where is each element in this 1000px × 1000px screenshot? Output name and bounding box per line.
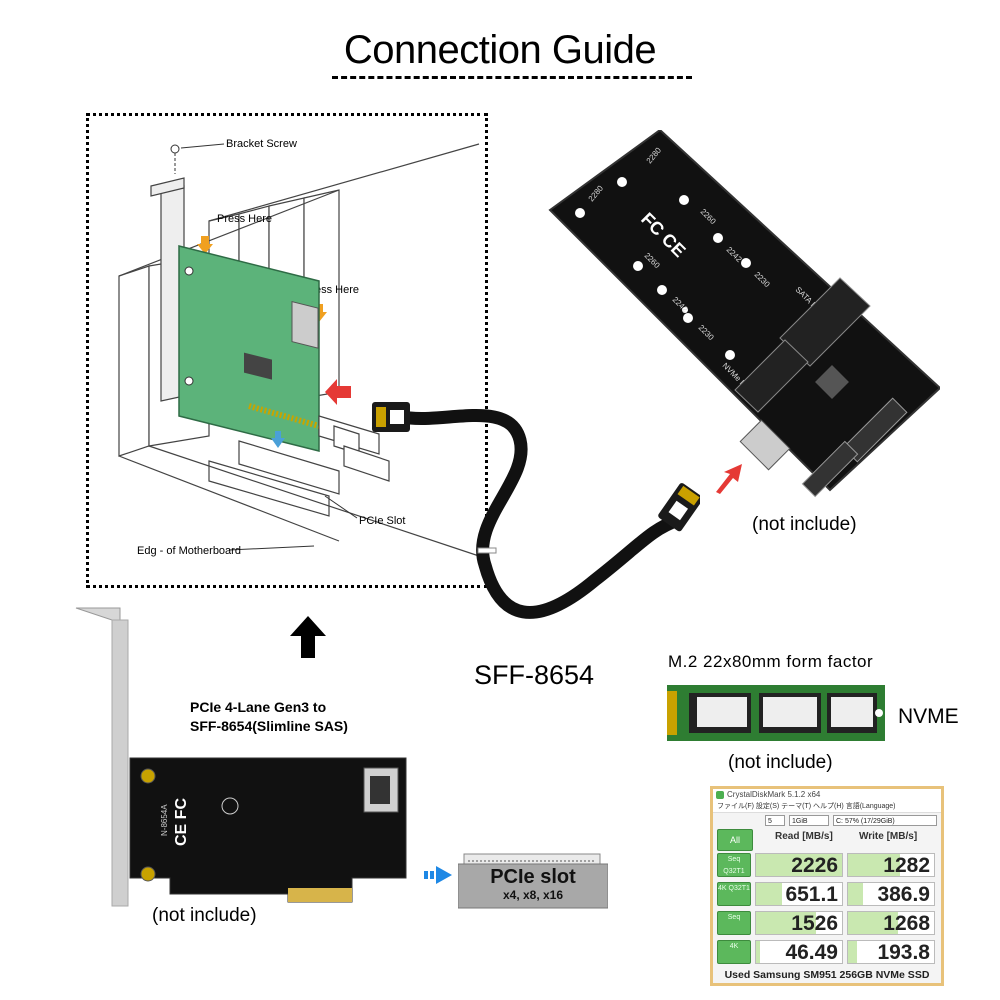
cable-tie	[477, 547, 497, 554]
sata-connector	[801, 440, 859, 498]
benchmark-row: 4K Q32T1 651.1 386.9	[713, 880, 941, 908]
slot-sublabel: x4, x8, x16	[502, 888, 564, 902]
read-value: 651.1	[755, 882, 843, 906]
write-value-text: 386.9	[877, 883, 930, 906]
sff-8654-cable	[372, 402, 700, 619]
ssd-label-sticker	[697, 697, 747, 727]
benchmark-controls: 5 1GiB C: 57% (17/29GiB)	[713, 813, 941, 829]
pcie-card-illustration	[178, 245, 320, 452]
read-value-text: 2226	[791, 854, 838, 877]
write-header: Write [MB/s]	[859, 831, 918, 842]
gold-fingers	[288, 888, 352, 902]
read-value-text: 46.49	[785, 941, 838, 964]
count-select[interactable]: 5	[765, 815, 785, 826]
cable-connector-left	[372, 402, 410, 432]
write-bar	[848, 941, 857, 963]
test-button[interactable]: 4K	[717, 940, 751, 964]
read-value: 1526	[755, 911, 843, 935]
write-value: 193.8	[847, 940, 935, 964]
card-model-marking: N-8654A	[160, 804, 169, 836]
card-title-line1: PCIe 4-Lane Gen3 to	[190, 699, 327, 715]
ssd-not-included: (not include)	[728, 752, 833, 773]
up-arrow-icon	[290, 616, 326, 658]
read-header: Read [MB/s]	[775, 831, 833, 842]
insert-arrow-icon	[271, 431, 285, 448]
drive-select[interactable]: C: 57% (17/29GiB)	[833, 815, 937, 826]
pcie-bracket	[75, 607, 129, 907]
write-value: 386.9	[847, 882, 935, 906]
slot-arrow-icon	[424, 866, 452, 884]
nvme-ssd	[667, 685, 885, 741]
size-select[interactable]: 1GiB	[789, 815, 829, 826]
title-underline	[332, 76, 692, 79]
card-not-included: (not include)	[152, 905, 257, 926]
write-value-text: 1268	[883, 912, 930, 935]
install-illustration: Bracket Screw Press Here Press Here	[118, 138, 480, 557]
write-bar	[848, 883, 864, 905]
cable-label: SFF-8654	[474, 660, 595, 690]
motherboard-edge-label: Edg - of Motherboard	[137, 545, 241, 557]
write-value-text: 1282	[883, 854, 930, 877]
ssd-form-factor-title: M.2 22x80mm form factor	[668, 652, 874, 671]
read-bar	[756, 912, 817, 934]
card-title-line2: SFF-8654(Slimline SAS)	[190, 718, 348, 734]
bracket-screw-label: Bracket Screw	[226, 138, 297, 150]
page-title: Connection Guide	[343, 28, 657, 72]
vendor-logo	[221, 797, 239, 815]
test-button[interactable]: 4K Q32T1	[717, 882, 751, 906]
bracket-screw-icon	[170, 143, 225, 174]
pcie-slot-badge: PCIe slot x4, x8, x16	[458, 848, 608, 912]
read-bar	[756, 883, 782, 905]
write-value: 1268	[847, 911, 935, 935]
read-value: 2226	[755, 853, 843, 877]
press-here-label-1: Press Here	[217, 213, 272, 225]
read-value-text: 651.1	[785, 883, 838, 906]
benchmark-footer: Used Samsung SM951 256GB NVMe SSD	[724, 969, 930, 981]
write-value-text: 193.8	[877, 941, 930, 964]
write-bar	[848, 912, 898, 934]
adapter-arrow-icon	[716, 464, 742, 494]
all-button[interactable]: All	[717, 829, 753, 851]
read-bar	[756, 941, 761, 963]
pcie-card: N-8654A CE FC	[75, 607, 407, 907]
slot-label: PCIe slot	[490, 866, 576, 888]
ssd-type-label: NVME	[898, 705, 959, 728]
write-value: 1282	[847, 853, 935, 877]
m2-adapter-board: 2280 2280 2260 2260 2242 2242 2230 2230 …	[548, 130, 940, 498]
test-button[interactable]: Seq	[717, 911, 751, 935]
pcie-slot-label: PCIe Slot	[359, 515, 405, 527]
benchmark-row: Seq Q32T1 2226 1282	[713, 851, 941, 879]
press-arrow-icon	[197, 236, 213, 254]
benchmark-row: Seq 1526 1268	[713, 909, 941, 937]
cable-connector-right	[658, 483, 700, 532]
test-button[interactable]: Seq Q32T1	[717, 853, 751, 877]
benchmark-menu: ファイル(F) 設定(S) テーマ(T) ヘルプ(H) 言語(Language)	[713, 801, 941, 813]
connector-arrow-icon	[325, 379, 351, 405]
read-value: 46.49	[755, 940, 843, 964]
benchmark-window: CrystalDiskMark 5.1.2 x64 ファイル(F) 設定(S) …	[710, 786, 944, 986]
write-bar	[848, 854, 900, 876]
card-cert-logo: CE FC	[173, 798, 190, 846]
m2-socket	[734, 339, 809, 413]
read-bar	[756, 854, 842, 876]
read-value-text: 1526	[791, 912, 838, 935]
card-title: PCIe 4-Lane Gen3 to SFF-8654(Slimline SA…	[190, 698, 430, 736]
adapter-not-included: (not include)	[752, 514, 857, 535]
benchmark-title: CrystalDiskMark 5.1.2 x64	[713, 789, 941, 801]
slimline-port	[739, 419, 791, 471]
installation-diagram: Bracket Screw Press Here Press Here	[86, 113, 488, 588]
benchmark-row: 4K 46.49 193.8	[713, 938, 941, 966]
